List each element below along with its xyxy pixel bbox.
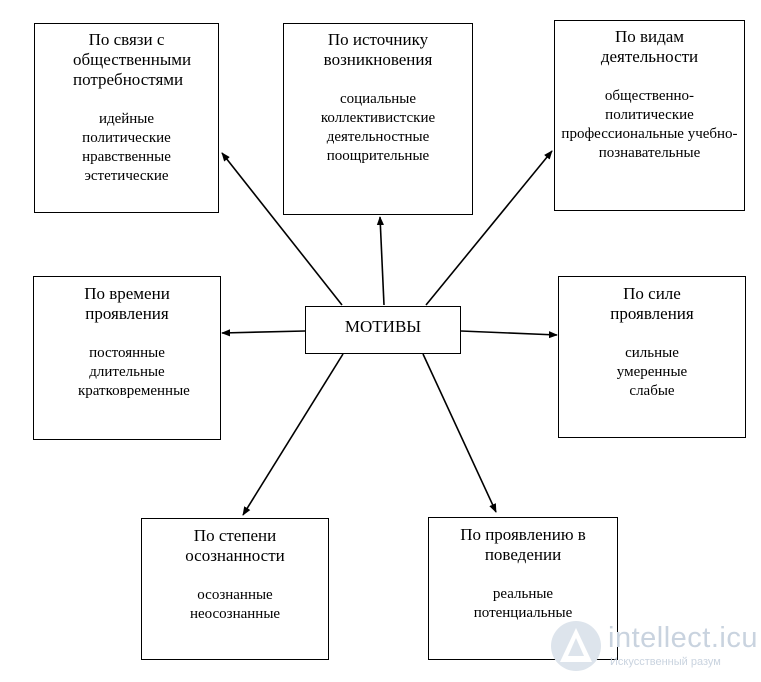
box-awareness-items: осознанные неосознанные [189,587,281,622]
box-source: По источнику возникновения социальные ко… [283,23,473,215]
center-motives-label: МОТИВЫ [344,317,422,336]
arrow-to-source [376,216,385,306]
box-strength-title: По силе проявления [610,284,694,323]
box-source-items: социальные коллективистские деятельностн… [320,91,436,164]
box-time: По времени проявления постоянные длитель… [33,276,221,440]
arrow-to-activity [425,150,553,306]
box-time-items: постоянные длительные кратковременные [78,345,190,399]
arrow-to-behavior [422,353,497,513]
box-behavior-title: По проявлению в поведении [460,525,586,564]
arrow-to-time [221,329,306,337]
watermark-name: intellect.icu [608,622,758,654]
box-strength-items: сильные умеренные слабые [616,345,688,399]
arrow-to-needs [221,152,343,306]
box-needs: По связи с общественными потребностями и… [34,23,219,213]
watermark-logo: intellect.icu Искусственный разум [548,616,757,676]
box-strength: По силе проявления сильные умеренные сла… [558,276,746,438]
box-needs-title: По связи с общественными потребностями [73,30,192,89]
arrow-to-awareness [242,353,344,516]
box-activity: По видам деятельности общественно-полити… [554,20,745,211]
box-source-title: По источнику возникновения [323,30,433,69]
box-awareness: По степени осознанности осознанные неосо… [141,518,329,660]
box-behavior-items: реальные потенциальные [473,586,573,621]
watermark-tagline: Искусственный разум [610,656,721,668]
box-awareness-title: По степени осознанности [185,526,285,565]
arrow-to-strength [460,330,558,339]
center-motives: МОТИВЫ [305,306,461,354]
brain-icon [551,621,601,671]
box-time-title: По времени проявления [84,284,170,323]
box-activity-items: общественно-политические профессиональны… [561,88,738,161]
box-activity-title: По видам деятельности [600,27,699,66]
box-needs-items: идейные политические нравственные эстети… [82,111,171,184]
